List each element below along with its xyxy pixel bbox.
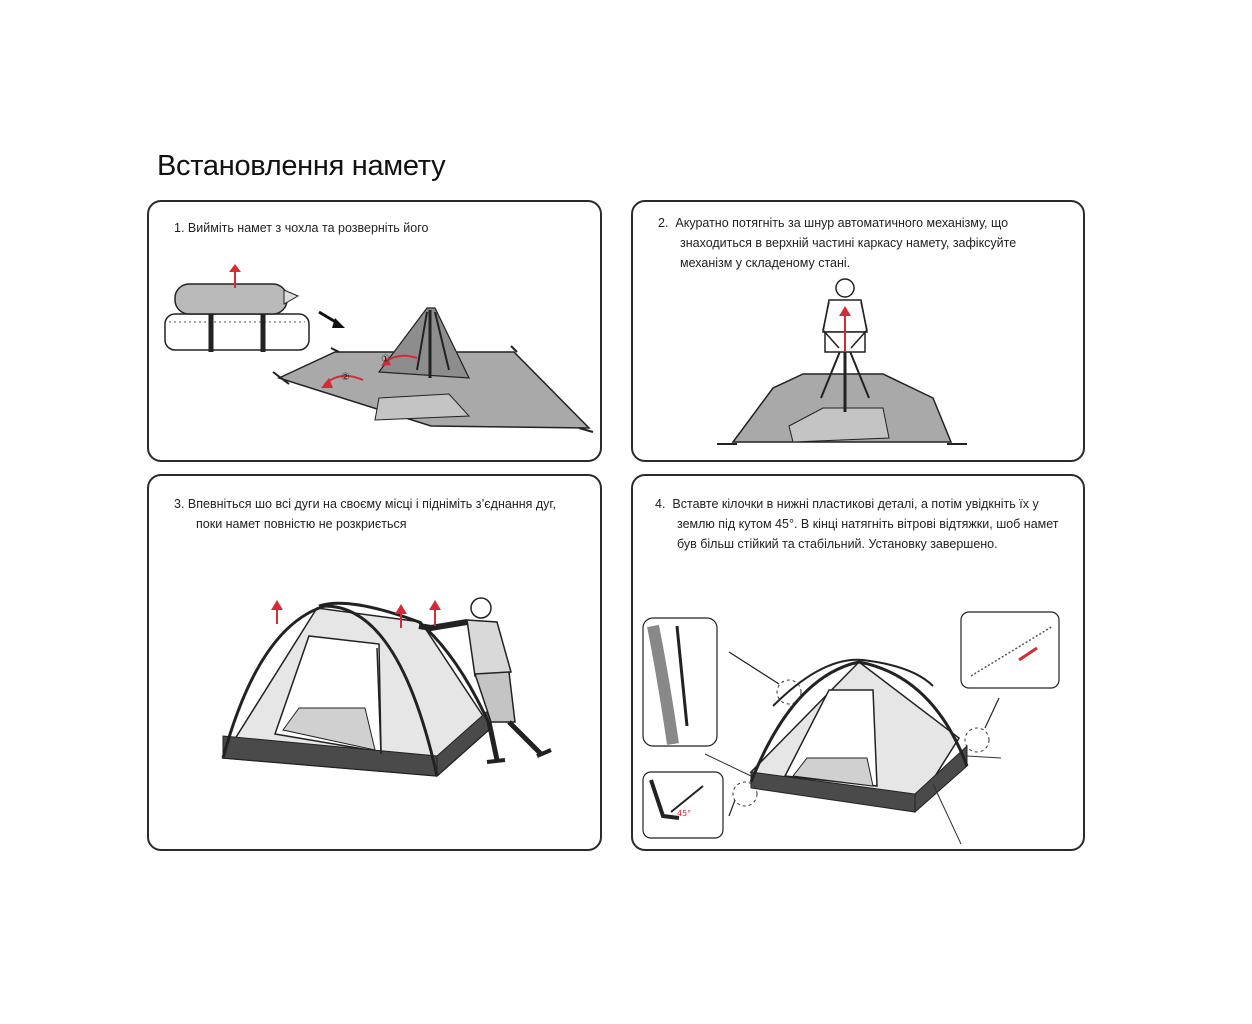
step-line: Впевніться шо всі дуги на своєму місці і… (187, 497, 556, 511)
step-panel-3: 3. Впевніться шо всі дуги на своєму місц… (147, 474, 602, 851)
step-number: 2. (658, 216, 669, 230)
step-panel-1: 1. Вийміть намет з чохла та розверніть й… (147, 200, 602, 462)
step-3-text: 3. Впевніться шо всі дуги на своєму місц… (174, 494, 556, 534)
bag-illustration (164, 283, 310, 352)
page-title: Встановлення намету (157, 150, 446, 182)
illustration-raise-tent (221, 597, 552, 778)
marker-1: ① (381, 354, 390, 365)
step-line: поки намет повністю не розкриється (196, 517, 407, 531)
illustration-pull-cord (717, 278, 967, 445)
step-line: землю під кутом 45°. В кінці натягніть в… (677, 517, 1059, 531)
flat-tent-illustration (272, 307, 594, 433)
detail-marker-icon (732, 781, 758, 807)
step-line: механізм у складеному стані. (680, 256, 851, 270)
marker-2: ② (341, 372, 350, 383)
step-1-text: 1. Вийміть намет з чохла та розверніть й… (174, 218, 428, 238)
step-2-text: 2. Акуратно потягніть за шнур автоматичн… (658, 213, 1016, 273)
tent-illustration (221, 601, 493, 778)
illustration-stake-tent: 45° (642, 611, 1060, 845)
illustration-unpack-tent: ① ② (164, 264, 594, 433)
detail-marker-icon (776, 679, 802, 705)
step-number: 1. (174, 221, 185, 235)
detail-callout-stake: 45° (642, 771, 724, 839)
angle-label: 45° (677, 809, 691, 818)
step-panel-2: 2. Акуратно потягніть за шнур автоматичн… (631, 200, 1085, 462)
step-line: Вийміть намет з чохла та розверніть його (187, 221, 429, 235)
step-number: 4. (655, 497, 666, 511)
collapsed-tent-illustration (717, 342, 967, 445)
step-line: Вставте кілочки в нижні пластикові детал… (672, 497, 1039, 511)
step-line: знаходиться в верхній частині каркасу на… (680, 236, 1017, 250)
step-number: 3. (174, 497, 185, 511)
step-line: Акуратно потягніть за шнур автоматичного… (675, 216, 1009, 230)
step-4-text: 4. Вставте кілочки в нижні пластикові де… (655, 494, 1059, 554)
tent-illustration (704, 658, 1002, 845)
person-illustration (822, 278, 868, 353)
detail-callout-guyline (960, 611, 1060, 689)
step-line: був більш стійкий та стабільний. Установ… (677, 537, 998, 551)
step-panel-4: 4. Вставте кілочки в нижні пластикові де… (631, 474, 1085, 851)
person-illustration (418, 597, 552, 764)
detail-callout-clip (642, 617, 718, 747)
detail-marker-icon (964, 727, 990, 753)
